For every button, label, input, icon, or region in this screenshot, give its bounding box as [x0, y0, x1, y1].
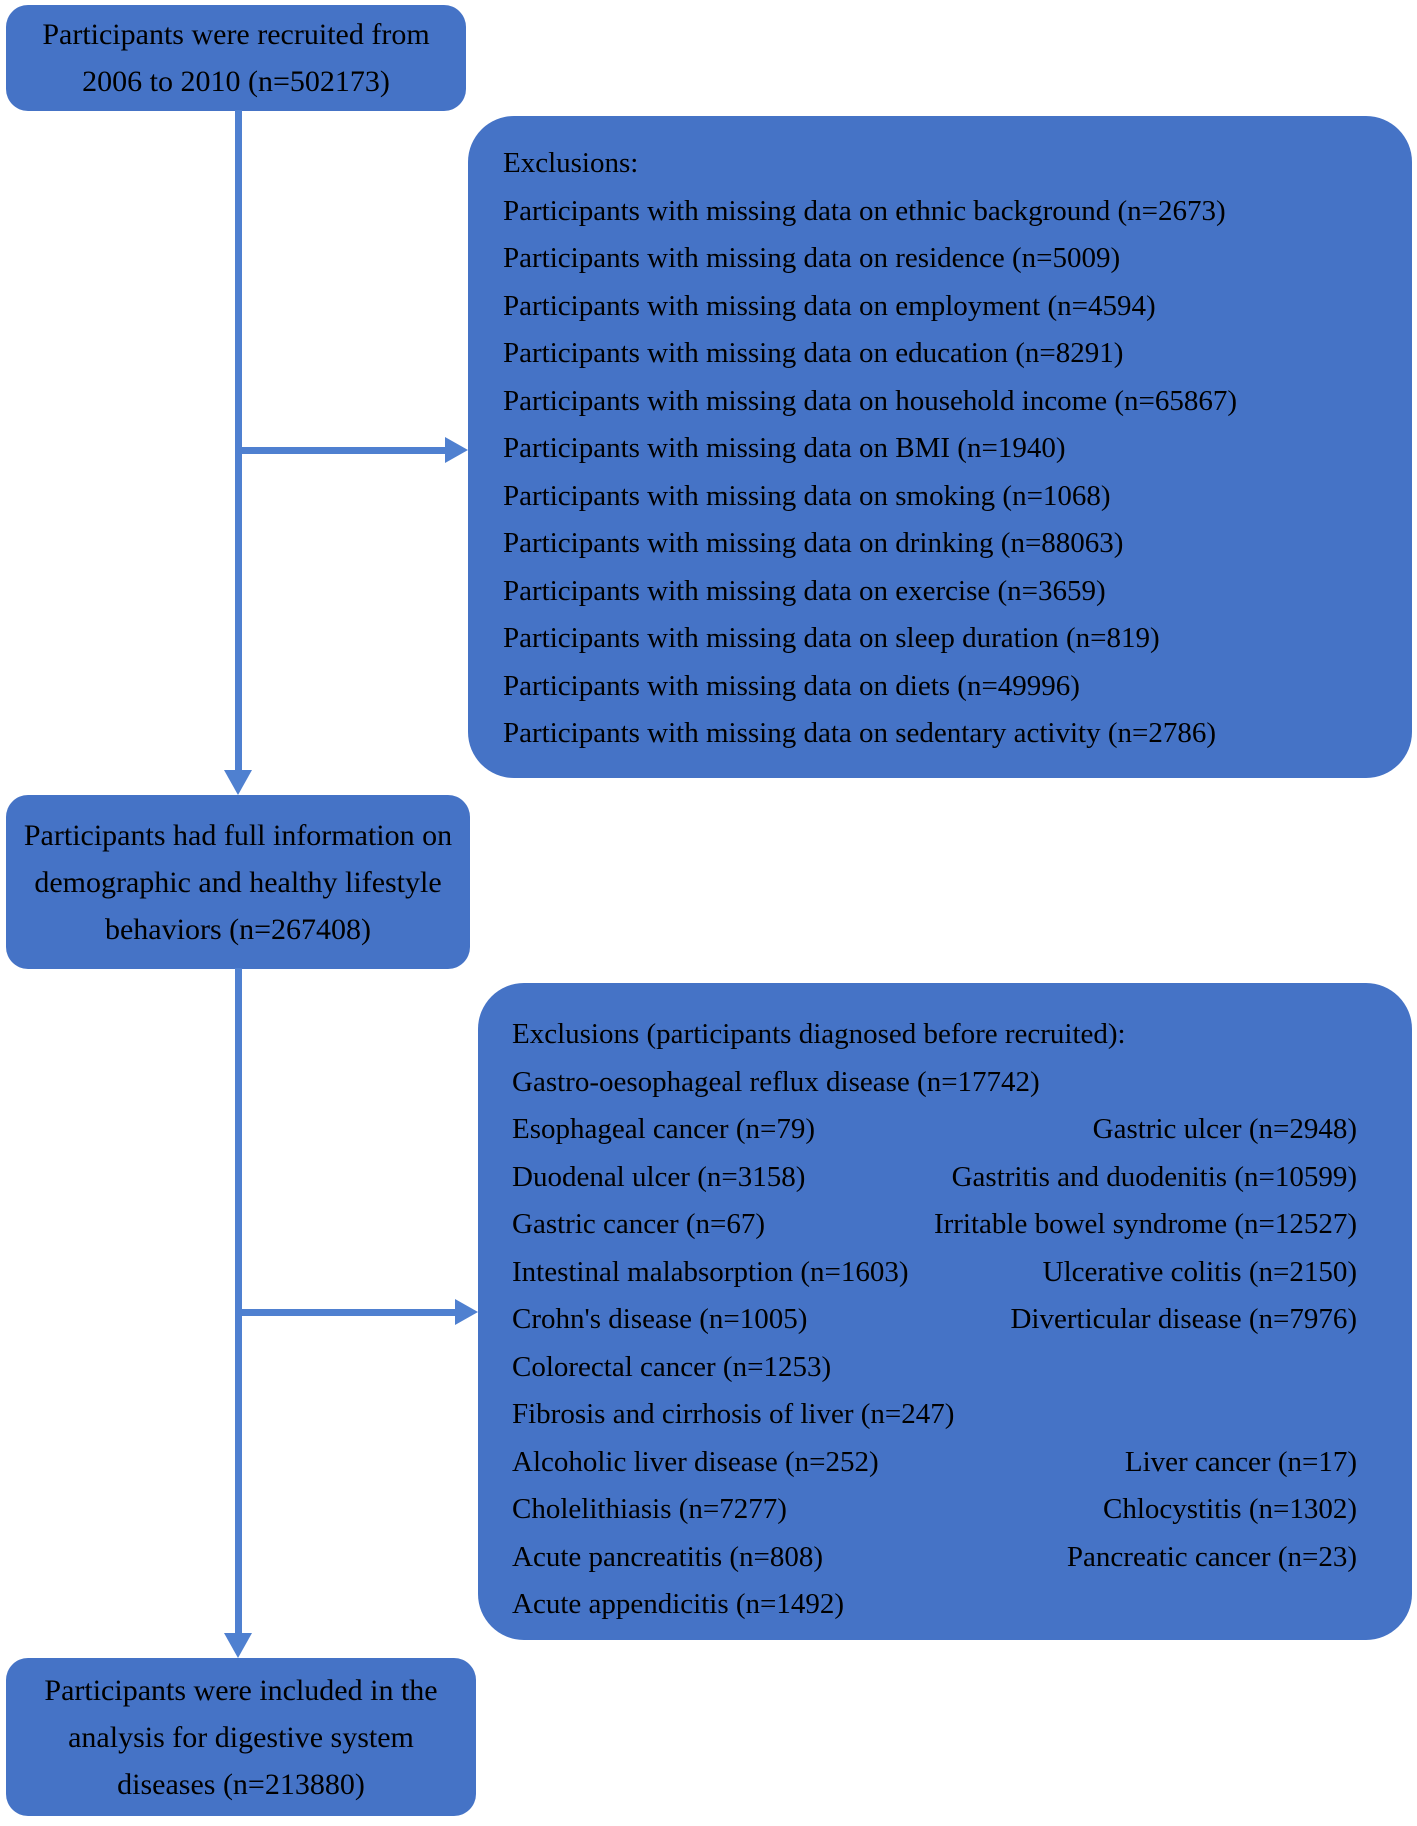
exclusion-item-right: Gastritis and duodenitis (n=10599) — [951, 1160, 1357, 1193]
exclusions-missing-item: Participants with missing data on sedent… — [503, 717, 1217, 749]
exclusion-item-left: Intestinal malabsorption (n=1603) — [512, 1255, 909, 1288]
exclusion-item-left: Crohn's disease (n=1005) — [512, 1303, 808, 1335]
exclusion-item-left: Esophageal cancer (n=79) — [512, 1113, 815, 1145]
exclusion-item-left: Cholelithiasis (n=7277) — [512, 1493, 787, 1525]
connector-branch-to-exclusions-missing — [238, 447, 446, 454]
connector-fullinfo-to-included — [235, 968, 242, 1634]
exclusions-diagnosed-row: Crohn's disease (n=1005) Diverticular di… — [512, 1296, 1357, 1344]
exclusion-item-right: Irritable bowel syndrome (n=12527) — [933, 1208, 1357, 1240]
exclusion-item-left: Alcoholic liver disease (n=252) — [512, 1445, 879, 1478]
exclusions-missing-header: Exclusions: — [503, 147, 639, 179]
arrowhead-right-icon — [445, 437, 468, 463]
exclusion-item-right: Ulcerative colitis (n=2150) — [1042, 1255, 1357, 1288]
exclusions-missing-item: Participants with missing data on reside… — [503, 242, 1121, 274]
arrowhead-down-icon — [224, 1633, 252, 1658]
box-recruited-line-2: 2006 to 2010 (n=502173) — [82, 65, 390, 98]
exclusions-diagnosed-row: Acute appendicitis (n=1492) — [512, 1581, 1357, 1629]
box-included-line-1: Participants were included in the — [44, 1673, 438, 1707]
exclusion-item-right: Diverticular disease (n=7976) — [1010, 1303, 1357, 1335]
arrowhead-down-icon — [224, 770, 252, 795]
exclusion-item-left: Fibrosis and cirrhosis of liver (n=247) — [512, 1398, 955, 1430]
exclusion-item-left: Acute appendicitis (n=1492) — [512, 1588, 845, 1620]
exclusions-diagnosed-row: Cholelithiasis (n=7277) Chlocystitis (n=… — [512, 1486, 1357, 1534]
connector-branch-to-exclusions-diagnosed — [238, 1309, 456, 1316]
box-full-information-line-3: behaviors (n=267408) — [104, 912, 372, 946]
exclusion-item-left: Acute pancreatitis (n=808) — [512, 1540, 824, 1573]
exclusion-item-right: Chlocystitis (n=1302) — [1103, 1493, 1357, 1525]
box-full-information-line-2: demographic and healthy lifestyle — [34, 865, 442, 899]
exclusion-item-right: Liver cancer (n=17) — [1124, 1445, 1357, 1478]
box-full-information: Participants had full information on dem… — [6, 795, 470, 969]
box-recruited: Participants were recruited from 2006 to… — [6, 5, 466, 111]
exclusions-missing-item: Participants with missing data on educat… — [503, 337, 1124, 369]
exclusions-diagnosed-row: Alcoholic liver disease (n=252) Liver ca… — [512, 1439, 1357, 1487]
exclusion-item-left: Gastric cancer (n=67) — [512, 1208, 766, 1240]
box-included-line-2: analysis for digestive system — [68, 1720, 414, 1754]
exclusions-missing-item: Participants with missing data on drinki… — [503, 527, 1124, 559]
exclusions-diagnosed-row: Gastro-oesophageal reflux disease (n=177… — [512, 1059, 1357, 1107]
box-exclusions-diagnosed: Exclusions (participants diagnosed befor… — [478, 983, 1412, 1640]
exclusions-missing-item: Participants with missing data on smokin… — [503, 479, 1111, 512]
box-full-information-line-1: Participants had full information on — [23, 818, 453, 852]
exclusions-missing-item: Participants with missing data on diets … — [503, 669, 1080, 702]
exclusions-missing-item: Participants with missing data on employ… — [503, 289, 1156, 322]
exclusions-diagnosed-row: Acute pancreatitis (n=808) Pancreatic ca… — [512, 1534, 1357, 1582]
exclusions-diagnosed-row: Gastric cancer (n=67) Irritable bowel sy… — [512, 1201, 1357, 1249]
exclusion-item-right: Pancreatic cancer (n=23) — [1066, 1540, 1357, 1573]
exclusions-diagnosed-row: Duodenal ulcer (n=3158) Gastritis and du… — [512, 1154, 1357, 1202]
exclusions-diagnosed-row: Colorectal cancer (n=1253) — [512, 1344, 1357, 1392]
exclusions-diagnosed-header: Exclusions (participants diagnosed befor… — [512, 1018, 1126, 1050]
exclusion-item-left: Gastro-oesophageal reflux disease (n=177… — [512, 1065, 1040, 1098]
exclusions-missing-item: Participants with missing data on BMI (n… — [503, 432, 1066, 464]
exclusions-diagnosed-row: Fibrosis and cirrhosis of liver (n=247) — [512, 1391, 1357, 1439]
exclusion-item-right: Gastric ulcer (n=2948) — [1092, 1113, 1357, 1145]
exclusions-missing-item: Participants with missing data on exerci… — [503, 574, 1106, 607]
box-included-line-3: diseases (n=213880) — [117, 1767, 365, 1801]
box-exclusions-missing: Exclusions: Participants with missing da… — [468, 116, 1412, 778]
exclusion-item-left: Duodenal ulcer (n=3158) — [512, 1160, 806, 1193]
arrowhead-right-icon — [455, 1299, 478, 1325]
exclusions-diagnosed-row: Esophageal cancer (n=79) Gastric ulcer (… — [512, 1106, 1357, 1154]
exclusions-missing-item: Participants with missing data on househ… — [503, 384, 1238, 417]
box-recruited-line-1: Participants were recruited from — [42, 18, 430, 51]
box-included: Participants were included in the analys… — [6, 1658, 476, 1816]
exclusions-missing-item: Participants with missing data on ethnic… — [503, 194, 1226, 227]
exclusion-item-left: Colorectal cancer (n=1253) — [512, 1350, 832, 1383]
exclusions-diagnosed-row: Intestinal malabsorption (n=1603) Ulcera… — [512, 1249, 1357, 1297]
connector-recruited-to-fullinfo — [235, 110, 242, 772]
exclusions-missing-item: Participants with missing data on sleep … — [503, 622, 1160, 654]
